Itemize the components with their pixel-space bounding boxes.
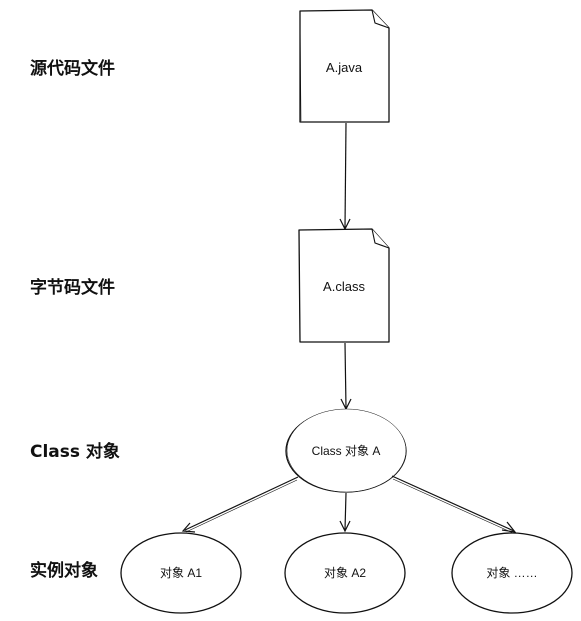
class-object-node: Class 对象 A (285, 408, 407, 493)
instance-2-label: 对象 A2 (324, 566, 366, 580)
row-label-class-object: Class 对象 (30, 441, 120, 462)
instance-1-label: 对象 A1 (160, 566, 202, 580)
row-label-instance: 实例对象 (30, 560, 98, 581)
class-object-label: Class 对象 A (312, 444, 381, 458)
row-label-source: 源代码文件 (30, 58, 115, 79)
arrow-to-instance-3 (391, 475, 517, 534)
instance-node-3: 对象 …… (451, 532, 573, 614)
source-file-label: A.java (326, 60, 363, 75)
arrow-to-instance-2 (339, 492, 351, 533)
class-file-document: A.class (298, 228, 390, 343)
instance-node-2: 对象 A2 (284, 532, 406, 614)
instance-node-1: 对象 A1 (120, 532, 242, 614)
source-file-document: A.java (299, 9, 390, 123)
arrow-class-file-to-class-object (340, 342, 352, 411)
arrow-source-to-class-file (339, 122, 351, 231)
class-file-label: A.class (323, 279, 365, 294)
arrow-to-instance-1 (181, 476, 299, 533)
row-label-bytecode: 字节码文件 (30, 277, 115, 298)
instance-3-label: 对象 …… (486, 566, 537, 580)
